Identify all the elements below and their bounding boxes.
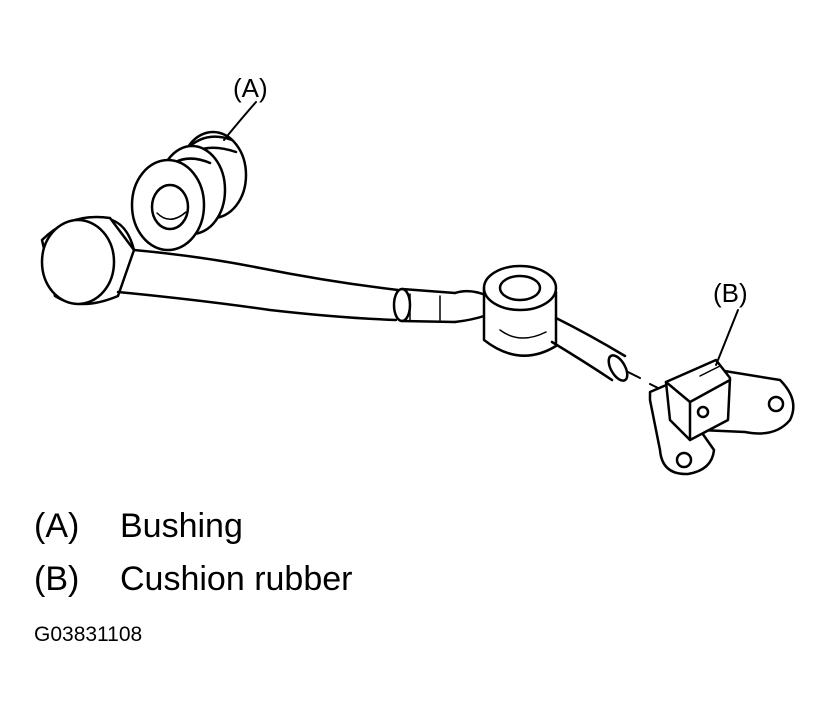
leader-line-b [715,309,739,366]
callout-label-a: (A) [233,73,268,103]
cushion-rubber-part [648,358,795,476]
legend-label: Bushing [120,507,243,545]
callout-label-b: (B) [713,278,748,308]
legend-label: Cushion rubber [120,560,353,598]
legend-key: (B) [34,560,80,598]
rod-part [40,215,663,391]
bushing-part [130,130,248,252]
legend-row-bushing: (A) Bushing [34,509,243,543]
legend-row-cushion-rubber: (B) Cushion rubber [34,562,352,596]
figure-code: G03831108 [34,623,143,646]
parts-illustration [40,101,795,476]
leader-line-a [223,101,257,141]
legend-key: (A) [34,507,80,545]
